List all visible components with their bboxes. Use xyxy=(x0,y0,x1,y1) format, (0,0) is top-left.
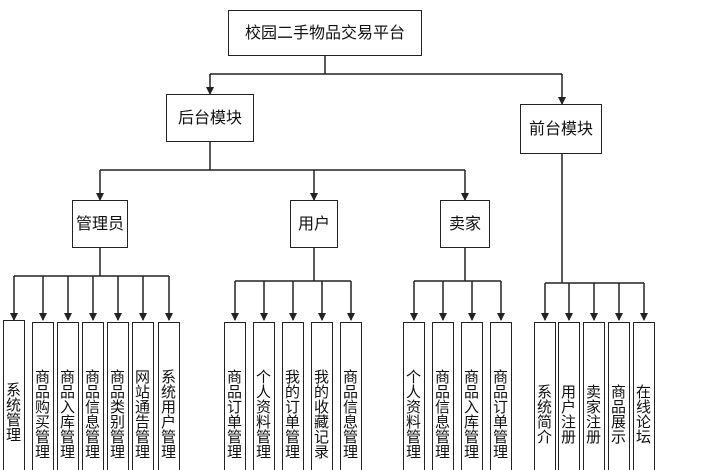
leaf-node-frontend-3: 卖家注册 xyxy=(583,322,605,470)
leaf-node-user-5: 商品信息管理 xyxy=(340,322,362,470)
leaf-node-admin-2: 商品购买管理 xyxy=(32,322,54,470)
leaf-label: 商品订单管理 xyxy=(491,369,509,459)
root-node: 校园二手物品交易平台 xyxy=(228,10,422,56)
leaf-node-seller-1: 个人资料管理 xyxy=(403,322,425,470)
leaf-label: 系统管理 xyxy=(4,382,22,442)
leaf-node-admin-6: 网站通告管理 xyxy=(132,322,154,470)
leaf-node-seller-4: 商品订单管理 xyxy=(490,322,512,470)
leaf-label: 商品入库管理 xyxy=(462,369,480,459)
leaf-node-admin-1: 系统管理 xyxy=(3,320,25,470)
leaf-label: 商品购买管理 xyxy=(33,369,51,459)
group-node-user: 用户 xyxy=(290,200,338,248)
frontend-module-label: 前台模块 xyxy=(528,119,593,138)
group-label-seller: 卖家 xyxy=(448,214,481,233)
leaf-label: 商品类别管理 xyxy=(108,369,126,459)
leaf-label: 在线论坛 xyxy=(634,384,652,444)
leaf-label: 系统用户管理 xyxy=(159,369,177,459)
leaf-node-seller-2: 商品信息管理 xyxy=(432,322,454,470)
leaf-label: 商品订单管理 xyxy=(225,369,243,459)
leaf-label: 个人资料管理 xyxy=(404,369,422,459)
leaf-label: 用户注册 xyxy=(559,384,577,444)
leaf-node-frontend-2: 用户注册 xyxy=(558,322,580,470)
backend-module-node: 后台模块 xyxy=(166,94,254,142)
leaf-label: 商品信息管理 xyxy=(433,369,451,459)
group-label-admin: 管理员 xyxy=(75,214,124,233)
leaf-node-admin-7: 系统用户管理 xyxy=(158,322,180,470)
leaf-node-admin-3: 商品入库管理 xyxy=(57,322,79,470)
leaf-label: 商品展示 xyxy=(609,384,627,444)
group-node-seller: 卖家 xyxy=(440,200,490,248)
leaf-node-user-4: 我的收藏记录 xyxy=(311,322,333,470)
backend-module-label: 后台模块 xyxy=(177,108,242,127)
leaf-label: 网站通告管理 xyxy=(133,369,151,459)
leaf-node-admin-4: 商品信息管理 xyxy=(82,322,104,470)
leaf-label: 商品信息管理 xyxy=(341,369,359,459)
leaf-label: 我的收藏记录 xyxy=(312,369,330,459)
frontend-module-node: 前台模块 xyxy=(520,104,602,154)
leaf-label: 商品入库管理 xyxy=(58,369,76,459)
leaf-node-user-1: 商品订单管理 xyxy=(224,322,246,470)
leaf-label: 系统简介 xyxy=(535,384,553,444)
leaf-label: 商品信息管理 xyxy=(83,369,101,459)
group-label-user: 用户 xyxy=(297,214,330,233)
leaf-label: 个人资料管理 xyxy=(254,369,272,459)
leaf-node-admin-5: 商品类别管理 xyxy=(107,322,129,470)
group-node-admin: 管理员 xyxy=(72,200,128,248)
leaf-node-user-3: 我的订单管理 xyxy=(282,322,304,470)
leaf-label: 卖家注册 xyxy=(584,384,602,444)
leaf-label: 我的订单管理 xyxy=(283,369,301,459)
leaf-node-frontend-1: 系统简介 xyxy=(534,322,556,470)
leaf-node-frontend-5: 在线论坛 xyxy=(633,322,655,470)
leaf-node-seller-3: 商品入库管理 xyxy=(461,322,483,470)
leaf-node-user-2: 个人资料管理 xyxy=(253,322,275,470)
leaf-node-frontend-4: 商品展示 xyxy=(608,322,630,470)
root-label: 校园二手物品交易平台 xyxy=(244,23,405,42)
